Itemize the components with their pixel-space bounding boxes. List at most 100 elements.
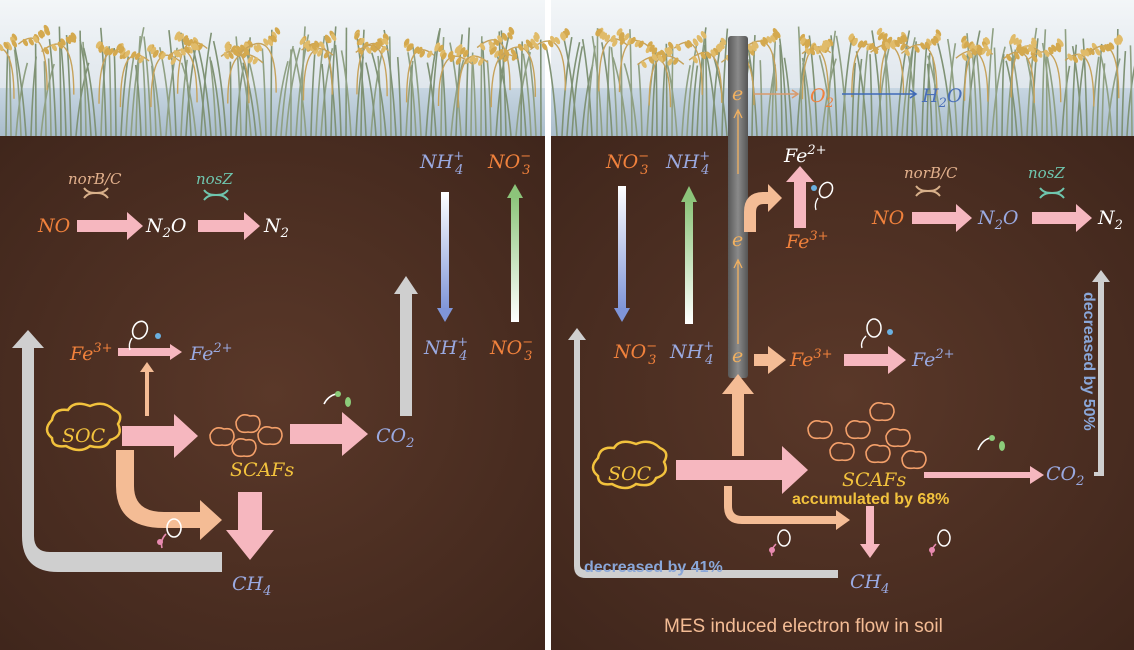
rice-leaf — [1099, 52, 1113, 137]
right-co2-label: CO2 — [1046, 463, 1084, 489]
rice-leaf — [407, 52, 417, 137]
rice-leaf — [610, 47, 618, 137]
rice-leaf — [426, 62, 437, 137]
rice-leaf — [946, 38, 958, 137]
left-no3-bottom: NO−3 — [489, 335, 533, 364]
rice-leaf — [147, 48, 162, 137]
rice-leaf — [1025, 57, 1038, 137]
rice-leaf — [60, 44, 67, 137]
rice-panicle — [168, 37, 199, 103]
rice-leaf — [210, 60, 222, 137]
rice-leaf — [430, 28, 441, 137]
right-scafs-particles — [807, 402, 927, 470]
left-arrow-no-n2o — [77, 212, 143, 240]
rice-leaf — [871, 30, 883, 137]
left-arrow-fe3-fe2 — [118, 344, 182, 360]
left-scafs-particles — [209, 414, 283, 458]
rice-panicle — [801, 38, 834, 102]
rice-leaf — [15, 62, 29, 137]
rice-leaf — [946, 43, 957, 137]
right-no3-bottom: NO−3 — [613, 339, 657, 368]
rice-leaf — [13, 49, 22, 137]
rice-leaf — [496, 56, 512, 137]
rice-leaf — [1091, 56, 1100, 137]
right-co2-emission-arrow — [1092, 270, 1110, 476]
rice-leaf — [1071, 45, 1083, 137]
left-dna-norbc-icon — [83, 187, 109, 199]
electrode-rod — [728, 36, 748, 378]
rice-panicle — [454, 44, 489, 108]
left-ch4-label: CH4 — [232, 573, 271, 599]
rice-leaf — [1071, 44, 1078, 137]
right-ch4-label: CH4 — [850, 571, 889, 597]
rice-panicle — [301, 30, 337, 95]
electron-up-arrow-1 — [733, 108, 743, 174]
rice-leaf — [130, 27, 145, 137]
rice-leaf — [1001, 54, 1005, 137]
rice-leaf — [681, 64, 691, 137]
left-dna-nosz-icon — [203, 189, 229, 201]
rice-leaf — [721, 28, 729, 137]
rice-leaf — [581, 38, 593, 137]
rice-panicle — [1028, 38, 1064, 103]
note-co2-decreased: decreased by 50% — [1080, 292, 1097, 431]
rice-leaf — [522, 53, 532, 137]
left-ch4-emission-arrow — [12, 330, 222, 572]
rice-leaf — [778, 38, 788, 137]
rice-leaf — [921, 41, 928, 137]
rice-leaf — [818, 55, 833, 137]
right-arrow-fe3-fe2-mid — [844, 346, 906, 374]
right-microbe-icon-co2 — [977, 435, 1005, 451]
left-nh4-arrowhead — [437, 308, 453, 322]
rice-panicle — [0, 33, 18, 99]
right-dna-nosz-icon — [1039, 187, 1065, 199]
rice-leaf — [455, 34, 464, 137]
left-soil — [0, 136, 545, 650]
left-fe3-label: Fe3+ — [69, 341, 113, 365]
left-no3-arrowhead — [507, 184, 523, 198]
rice-panicle — [1090, 34, 1123, 99]
right-soc-label: SOC — [608, 463, 652, 485]
rice-panicle — [403, 38, 435, 103]
rice-leaf — [1129, 45, 1133, 137]
rice-leaf — [125, 55, 135, 137]
rice-leaf — [242, 62, 257, 137]
rice-leaf — [561, 32, 578, 137]
rice-leaf — [937, 43, 953, 137]
right-fe2-mid: Fe2+ — [911, 347, 955, 371]
rice-leaf — [471, 60, 477, 137]
left-arrow-n2o-n2 — [198, 212, 260, 240]
rice-leaf — [197, 46, 212, 137]
rice-leaf — [365, 62, 377, 137]
rice-leaf — [229, 61, 232, 137]
right-microbe-icon-ch4-right — [929, 529, 951, 557]
rice-panicle — [673, 31, 707, 95]
rice-panicle — [239, 27, 281, 93]
rice-leaf — [975, 48, 983, 137]
electron-up-arrow-2 — [733, 258, 743, 344]
right-arrow-no-n2o — [912, 204, 972, 232]
left-arrow-soc-fe-head — [140, 362, 154, 372]
rice-leaf — [906, 46, 914, 137]
left-arrow-soc-ch4 — [116, 450, 222, 540]
rice-leaf — [704, 31, 708, 137]
right-n2o-label: N2O — [977, 207, 1019, 233]
note-scafs-accumulated: accumulated by 68% — [792, 491, 949, 508]
right-nh4-gradient-arrow — [685, 200, 693, 324]
left-nh4-top: NH+4 — [419, 149, 464, 178]
rice-leaf — [586, 45, 596, 137]
rice-leaf — [1045, 51, 1058, 137]
rice-panicle — [848, 33, 880, 98]
left-rice-plants — [0, 24, 542, 137]
left-no-label: NO — [37, 215, 71, 237]
rice-leaf — [320, 48, 334, 137]
rice-leaf — [48, 39, 57, 137]
rice-leaf — [855, 51, 868, 137]
left-microbe-icon-ch4 — [157, 518, 182, 549]
right-nh4-top: NH+4 — [665, 149, 710, 178]
rice-leaf — [82, 47, 97, 137]
rice-leaf — [1061, 65, 1071, 137]
rice-leaf — [835, 35, 848, 137]
rice-leaf — [120, 56, 130, 137]
rice-leaf — [371, 52, 387, 137]
